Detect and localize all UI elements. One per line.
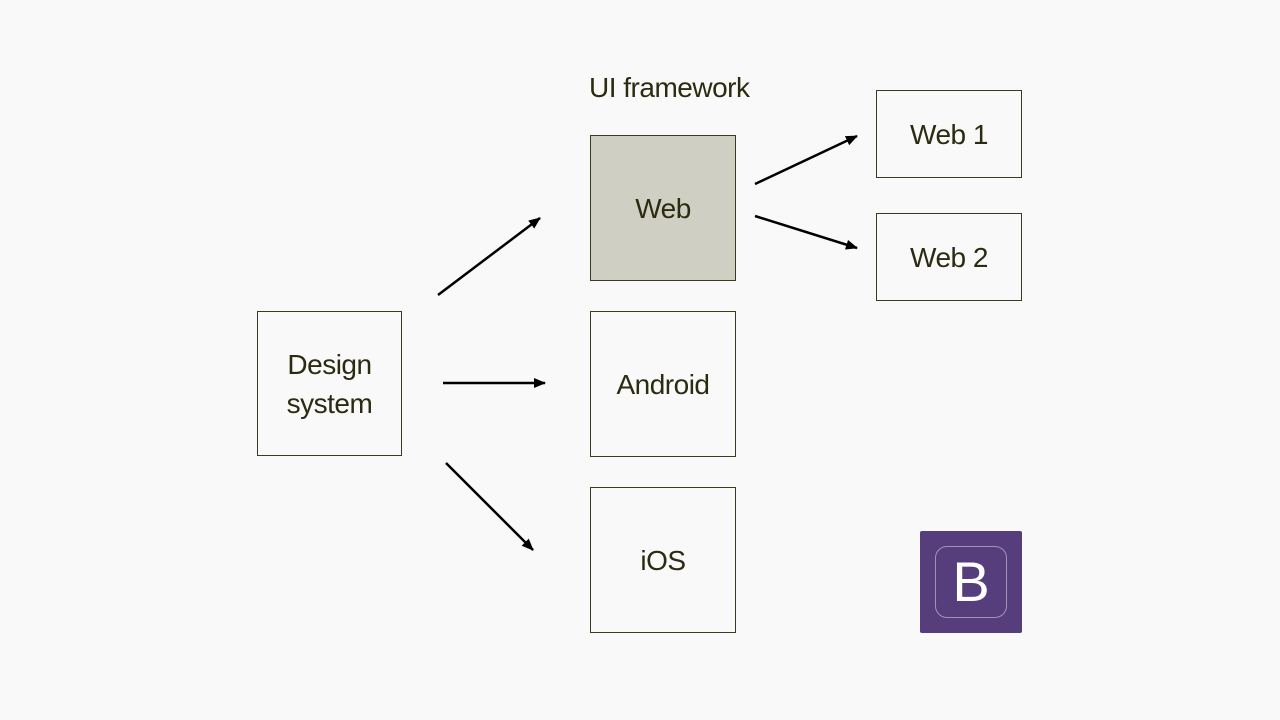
design-system-label: Design system xyxy=(286,348,373,419)
arrow-design-to-ios xyxy=(445,462,534,551)
design-system-node: Design system xyxy=(257,311,402,456)
arrow-web-to-web2 xyxy=(754,214,858,250)
android-node: Android xyxy=(590,311,736,457)
arrow-design-to-web xyxy=(437,217,541,296)
android-label: Android xyxy=(616,368,710,400)
arrow-web-to-web1 xyxy=(754,134,858,186)
web-1-node: Web 1 xyxy=(876,90,1022,178)
ui-framework-heading: UI framework xyxy=(589,72,750,103)
web-2-node: Web 2 xyxy=(876,213,1022,301)
bootstrap-logo-mark: B xyxy=(935,546,1007,618)
bootstrap-logo-letter: B xyxy=(952,550,990,613)
bootstrap-logo: B xyxy=(920,531,1022,633)
web-node: Web xyxy=(590,135,736,281)
web-2-label: Web 2 xyxy=(910,241,988,273)
ios-node: iOS xyxy=(590,487,736,633)
web-1-label: Web 1 xyxy=(910,118,988,150)
web-label: Web xyxy=(635,192,691,224)
ios-label: iOS xyxy=(640,544,686,576)
